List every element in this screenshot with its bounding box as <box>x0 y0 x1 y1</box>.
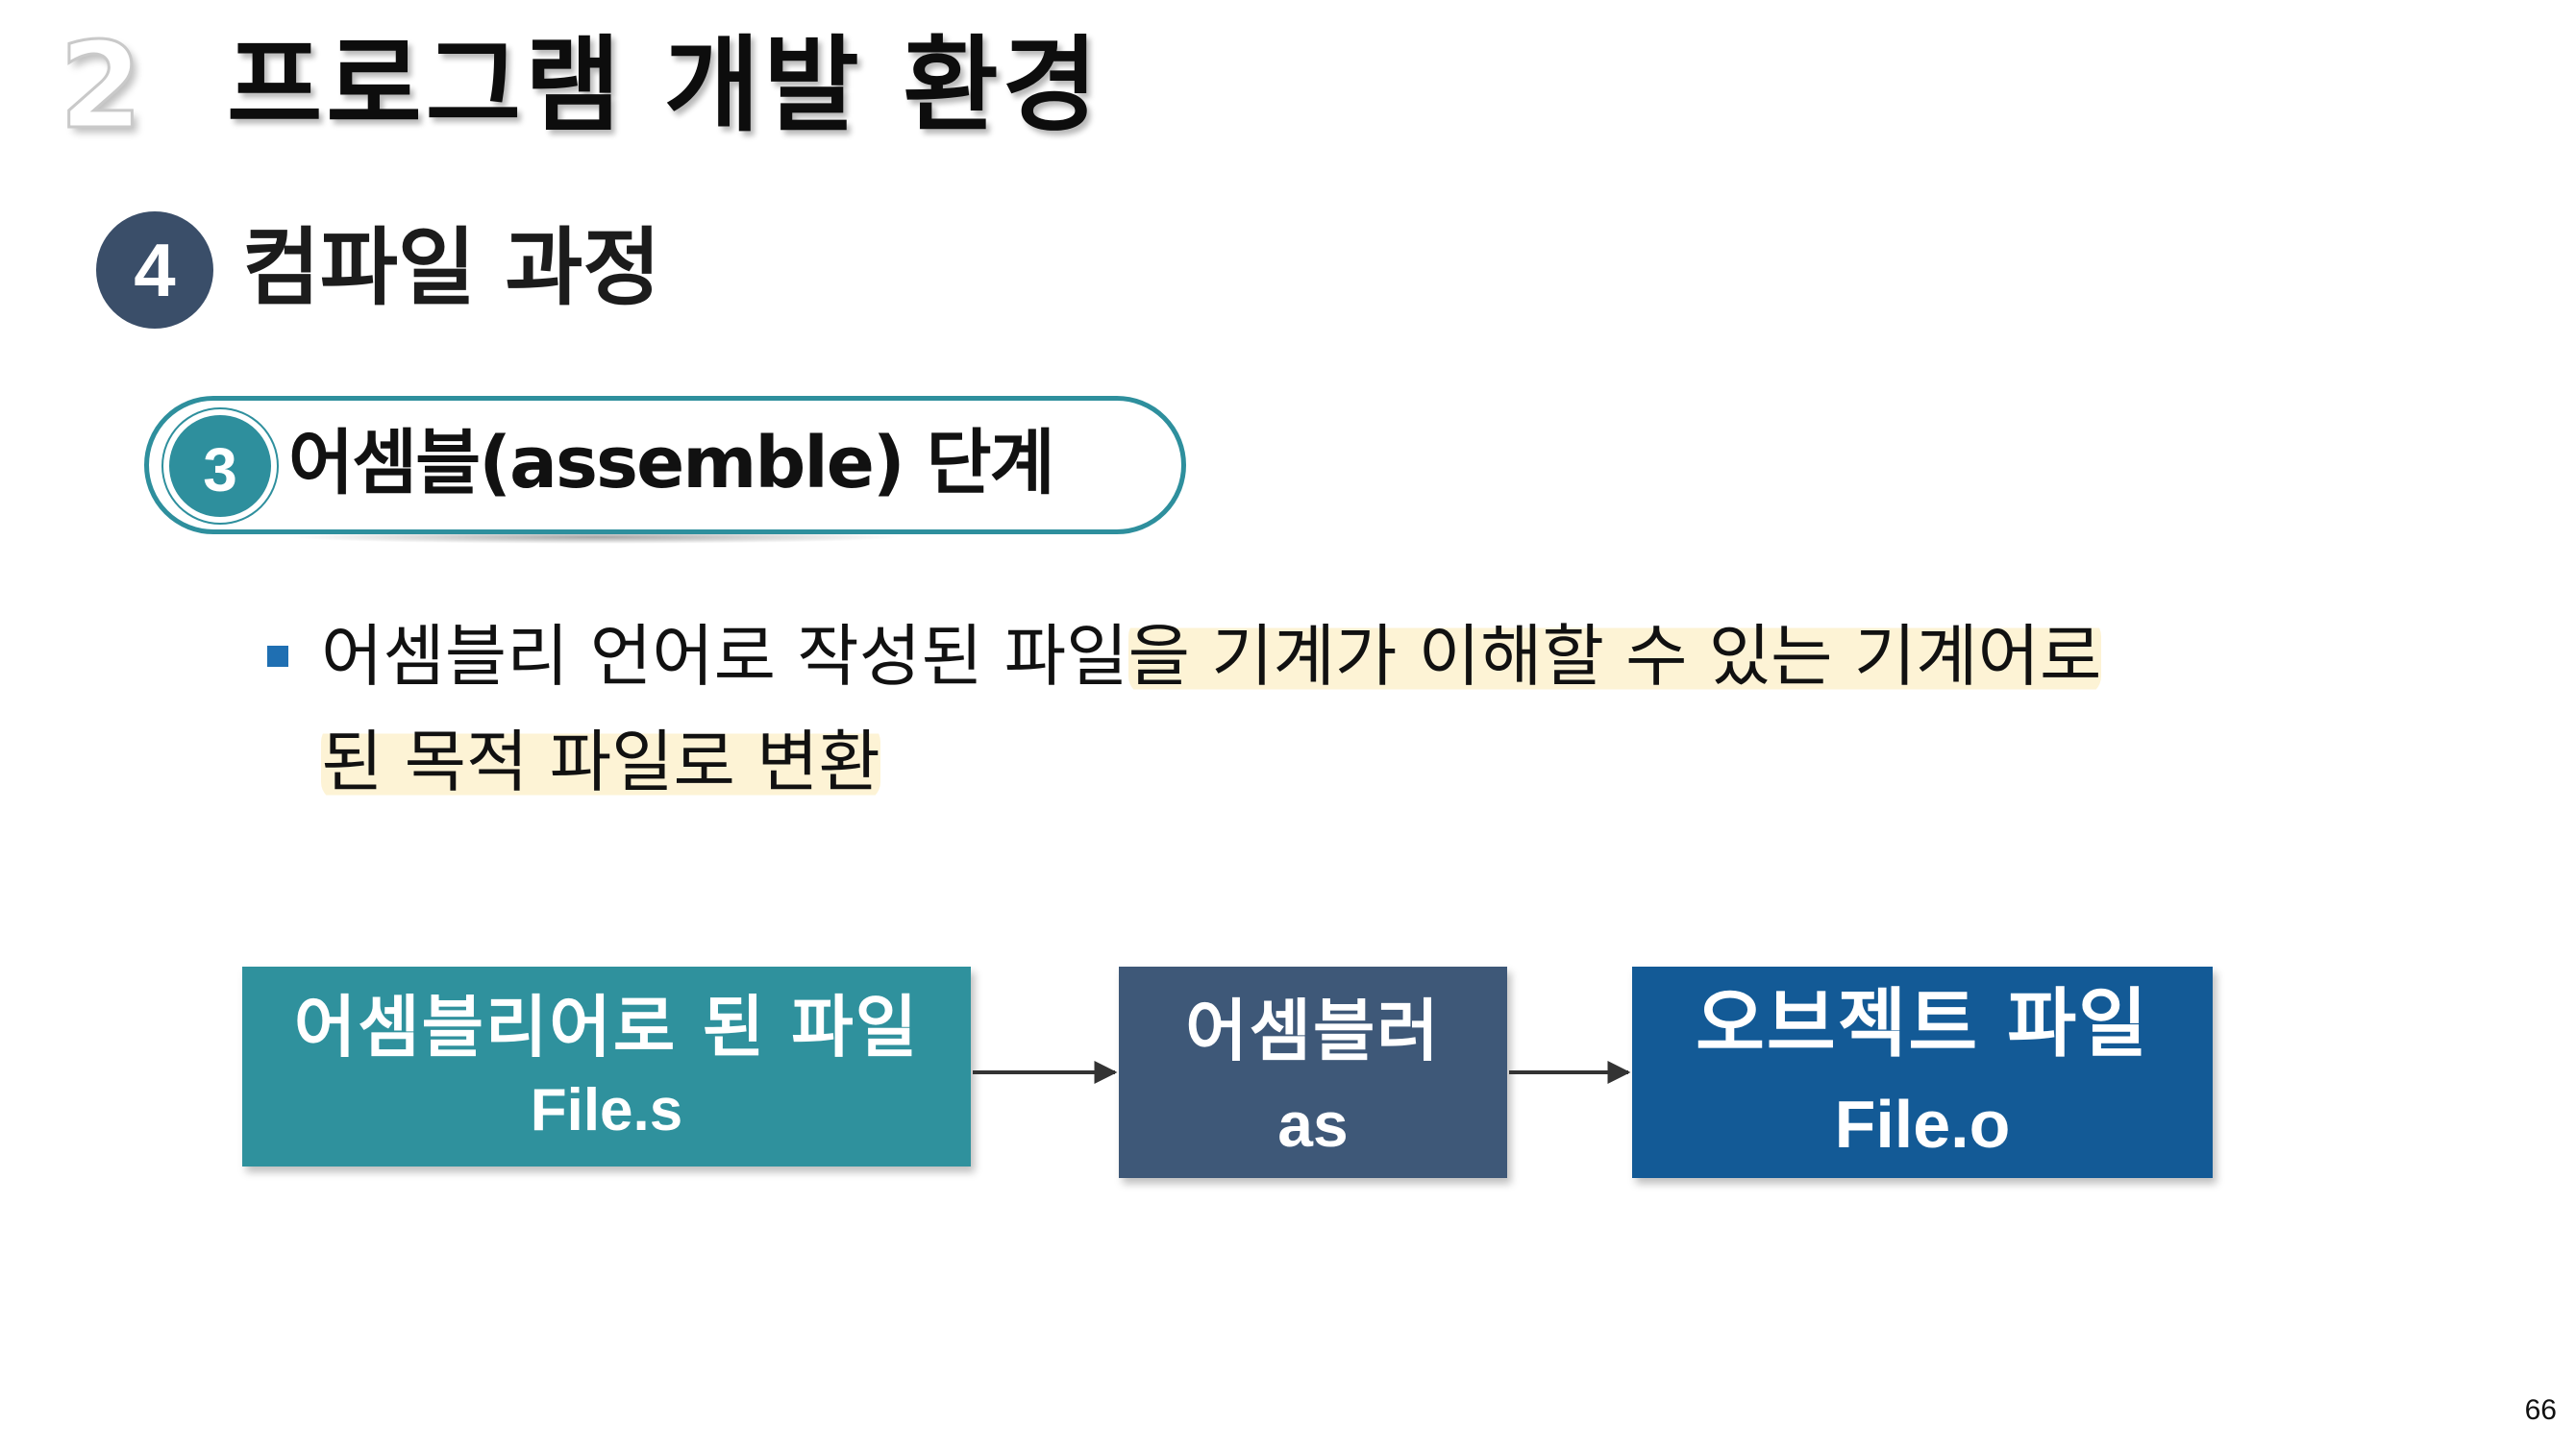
section-number: 2 <box>58 17 143 156</box>
assembler-title: 어셈블러 <box>1185 992 1441 1070</box>
bullet-text-highlight-2: 된 목적 파일로 변환 <box>321 723 880 801</box>
subsection-title: 컴파일 과정 <box>242 218 661 317</box>
step-title: 어셈블(assemble) 단계 <box>288 422 1055 504</box>
step-pill <box>144 396 1186 534</box>
assembly-source-filename: File.s <box>530 1077 683 1143</box>
object-file-box: 오브젝트 파일 File.o <box>1632 967 2213 1178</box>
bullet-text-highlight-1: 을 기계가 이해할 수 있는 기계어로 <box>1127 617 2102 696</box>
object-file-title: 오브젝트 파일 <box>1696 981 2149 1068</box>
assembly-source-box: 어셈블리어로 된 파일 File.s <box>242 967 971 1167</box>
bullet-text-plain: 어셈블리 언어로 작성된 파일 <box>321 617 1128 696</box>
section-title: 프로그램 개발 환경 <box>227 26 1102 146</box>
assembly-source-title: 어셈블리어로 된 파일 <box>293 988 920 1067</box>
object-file-filename: File.o <box>1834 1087 2011 1162</box>
page-number: 66 <box>2524 1394 2557 1426</box>
assembler-box: 어셈블러 as <box>1119 967 1507 1178</box>
subsection-number-badge: 4 <box>96 211 213 329</box>
step-number-badge: 3 <box>163 409 277 523</box>
assembler-command: as <box>1277 1089 1349 1160</box>
bullet-square-icon <box>267 646 288 667</box>
